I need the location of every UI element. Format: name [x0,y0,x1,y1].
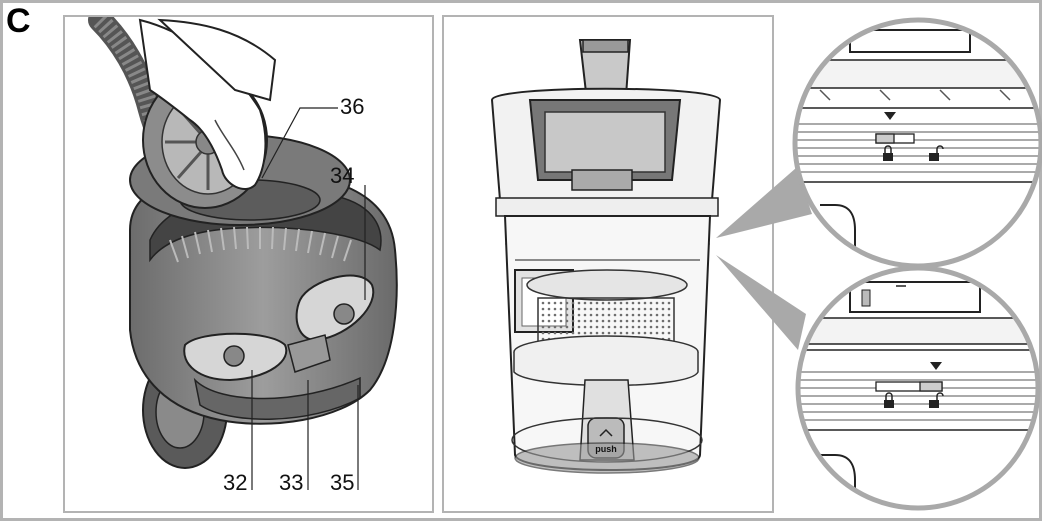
zoom-wedge-bottom [716,255,806,350]
callout-36: 36 [340,94,365,119]
callout-34: 34 [330,163,355,188]
callout-32: 32 [223,470,248,495]
section-letter: C [6,2,31,40]
callout-35: 35 [330,470,355,495]
callout-33: 33 [279,470,304,495]
vacuum-cleaner-drawing [88,17,398,490]
zoom-detail-unlocked [795,265,1041,511]
dust-container-drawing [490,39,722,474]
push-label: push [595,444,617,454]
zoom-wedge-top [716,168,812,238]
zoom-detail-locked [792,17,1042,269]
